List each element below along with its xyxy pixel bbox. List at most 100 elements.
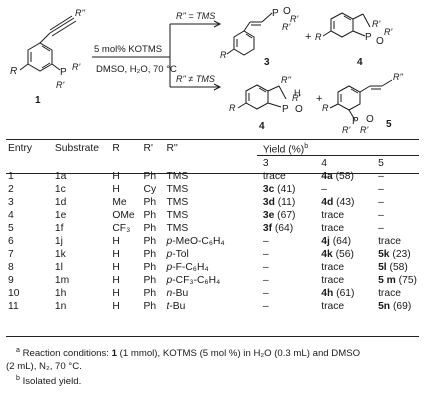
substrate-cell: 1c — [54, 184, 66, 196]
rpp-text: TMS — [166, 223, 189, 235]
rpp-cell: p-MeO-C₆H₄ — [164, 236, 260, 249]
yield-y4-value: (61) — [333, 288, 355, 300]
yield-y3-value: (64) — [272, 223, 294, 235]
rpp-cell: TMS — [164, 171, 260, 184]
rpp-cell: TMS — [164, 197, 260, 210]
plus-sign-bottom: + — [316, 93, 322, 105]
r-cell: H — [112, 275, 120, 287]
yield-y4-value: (64) — [329, 236, 352, 248]
entry-cell: 11 — [8, 301, 19, 313]
product-4a-p-label: P — [365, 32, 372, 43]
substrate-cell: 1n — [54, 301, 67, 313]
table-top-rule — [6, 139, 419, 140]
yield-y3-cell: 3e (67) — [261, 210, 319, 223]
product-4b-rpp-label: R'' — [281, 75, 291, 85]
product-5-rp2-label: R' — [360, 125, 368, 135]
yield-y5-cell: trace — [378, 236, 401, 248]
yield-y4-cell: 4h (61) — [319, 288, 376, 301]
yield-y5-value: (75) — [395, 275, 417, 287]
yield-y4-cell: 4a (58) — [319, 171, 376, 184]
header-rpp: R'' — [166, 142, 178, 154]
rp-cell: Ph — [143, 262, 157, 274]
yield-y5-value: (23) — [389, 249, 411, 261]
yield-y5-cell: 5l (58) — [376, 262, 419, 275]
table-header-row: Entry Substrate R R' R'' Yield (%)b — [6, 141, 419, 157]
yield-y4-compound: 4k — [321, 249, 333, 261]
rpp-text: -Bu — [169, 301, 186, 313]
r-cell: CF₃ — [112, 223, 131, 235]
yield-y4-cell: 4k (56) — [319, 249, 376, 262]
substrate-cell: 1d — [54, 197, 67, 209]
footnote-a-post: (1 mmol), KOTMS (5 mol %) in H₂O (0.3 mL… — [116, 348, 361, 360]
substrate-cell: 1f — [54, 223, 64, 235]
rpp-text: TMS — [166, 184, 189, 196]
footnote-b: b Isolated yield. — [6, 373, 419, 389]
footnote-a-compound: 1 — [111, 348, 117, 360]
rpp-cell: t-Bu — [164, 301, 260, 314]
entry-cell: 3 — [8, 197, 14, 209]
header-substrate: Substrate — [54, 142, 99, 154]
product-3-rp2-label: R' — [282, 22, 290, 32]
yield-y4-compound: 4d — [321, 197, 334, 209]
header-yield-text: Yield (%) — [262, 144, 305, 156]
yield-y5-value: (58) — [386, 262, 408, 274]
rpp-cell: TMS — [164, 184, 260, 197]
yield-y4-cell: trace — [321, 210, 345, 222]
yield-col-4: 4 — [321, 157, 327, 169]
yield-y4-cell: 4d (43) — [319, 197, 376, 210]
yield-y3-cell: – — [262, 236, 269, 248]
rp-cell: Ph — [143, 275, 157, 287]
yield-y3-cell: – — [262, 275, 269, 287]
rp-cell: Ph — [143, 236, 157, 248]
yield-y3-compound: 3f — [262, 223, 272, 235]
substrate-compound-number: 1 — [35, 95, 41, 106]
rp-cell: Ph — [143, 223, 157, 235]
rpp-cell: p-Tol — [164, 249, 260, 262]
footnote-a-pre: Reaction conditions: — [22, 348, 112, 360]
yield-subheader-rule — [257, 155, 419, 156]
yield-y4-compound: 4j — [321, 236, 330, 248]
branch-top-label: R'' = TMS — [176, 11, 215, 21]
rpp-text: -MeO-C₆H₄ — [172, 236, 225, 248]
substrate-r-label: R — [10, 66, 17, 77]
rpp-prefix: n — [166, 288, 173, 300]
product-4a-rp2-label: R' — [384, 27, 392, 37]
entry-cell: 7 — [8, 249, 14, 261]
reaction-scheme: R R'' P R' R' 1 5 mol% KOTMS DMSO, H₂O, … — [10, 6, 403, 135]
substrate-cell: 1l — [54, 262, 63, 274]
rp-cell: Ph — [143, 197, 157, 209]
yield-y5-cell: – — [378, 210, 384, 222]
r-cell: Me — [112, 197, 127, 209]
yield-y3-cell: 3d (11) — [261, 197, 319, 210]
rp-cell: Ph — [143, 171, 157, 183]
footnote-a-mark: a — [16, 347, 20, 354]
conditions-label: DMSO, H₂O, 70 °C — [96, 64, 177, 75]
r-cell: H — [112, 171, 120, 183]
rp-cell: Ph — [143, 301, 157, 313]
substrate-rp1-label: R' — [72, 62, 80, 72]
entry-cell: 8 — [8, 262, 14, 274]
yield-y5-cell: – — [378, 223, 384, 235]
yield-y4-cell: – — [321, 184, 327, 196]
header-bottom-rule — [6, 173, 419, 174]
yield-y4-compound: 4a — [321, 171, 333, 183]
product-4b-h-label: H — [294, 88, 301, 98]
product-5-rpp-label: R'' — [393, 72, 403, 82]
entry-cell: 9 — [8, 275, 14, 287]
header-yield-footnote-mark: b — [304, 143, 309, 150]
substrate-cell: 1k — [54, 249, 66, 261]
yield-y3-cell: 3c (41) — [261, 184, 319, 197]
product-3-p-label: P — [272, 8, 279, 19]
rpp-prefix: p — [166, 236, 173, 248]
rpp-text: -F-C₆H₄ — [172, 262, 209, 274]
yield-y3-cell: 3f (64) — [261, 223, 319, 236]
yield-y5-compound: 5n — [378, 301, 391, 313]
rpp-cell: p-F-C₆H₄ — [164, 262, 260, 275]
